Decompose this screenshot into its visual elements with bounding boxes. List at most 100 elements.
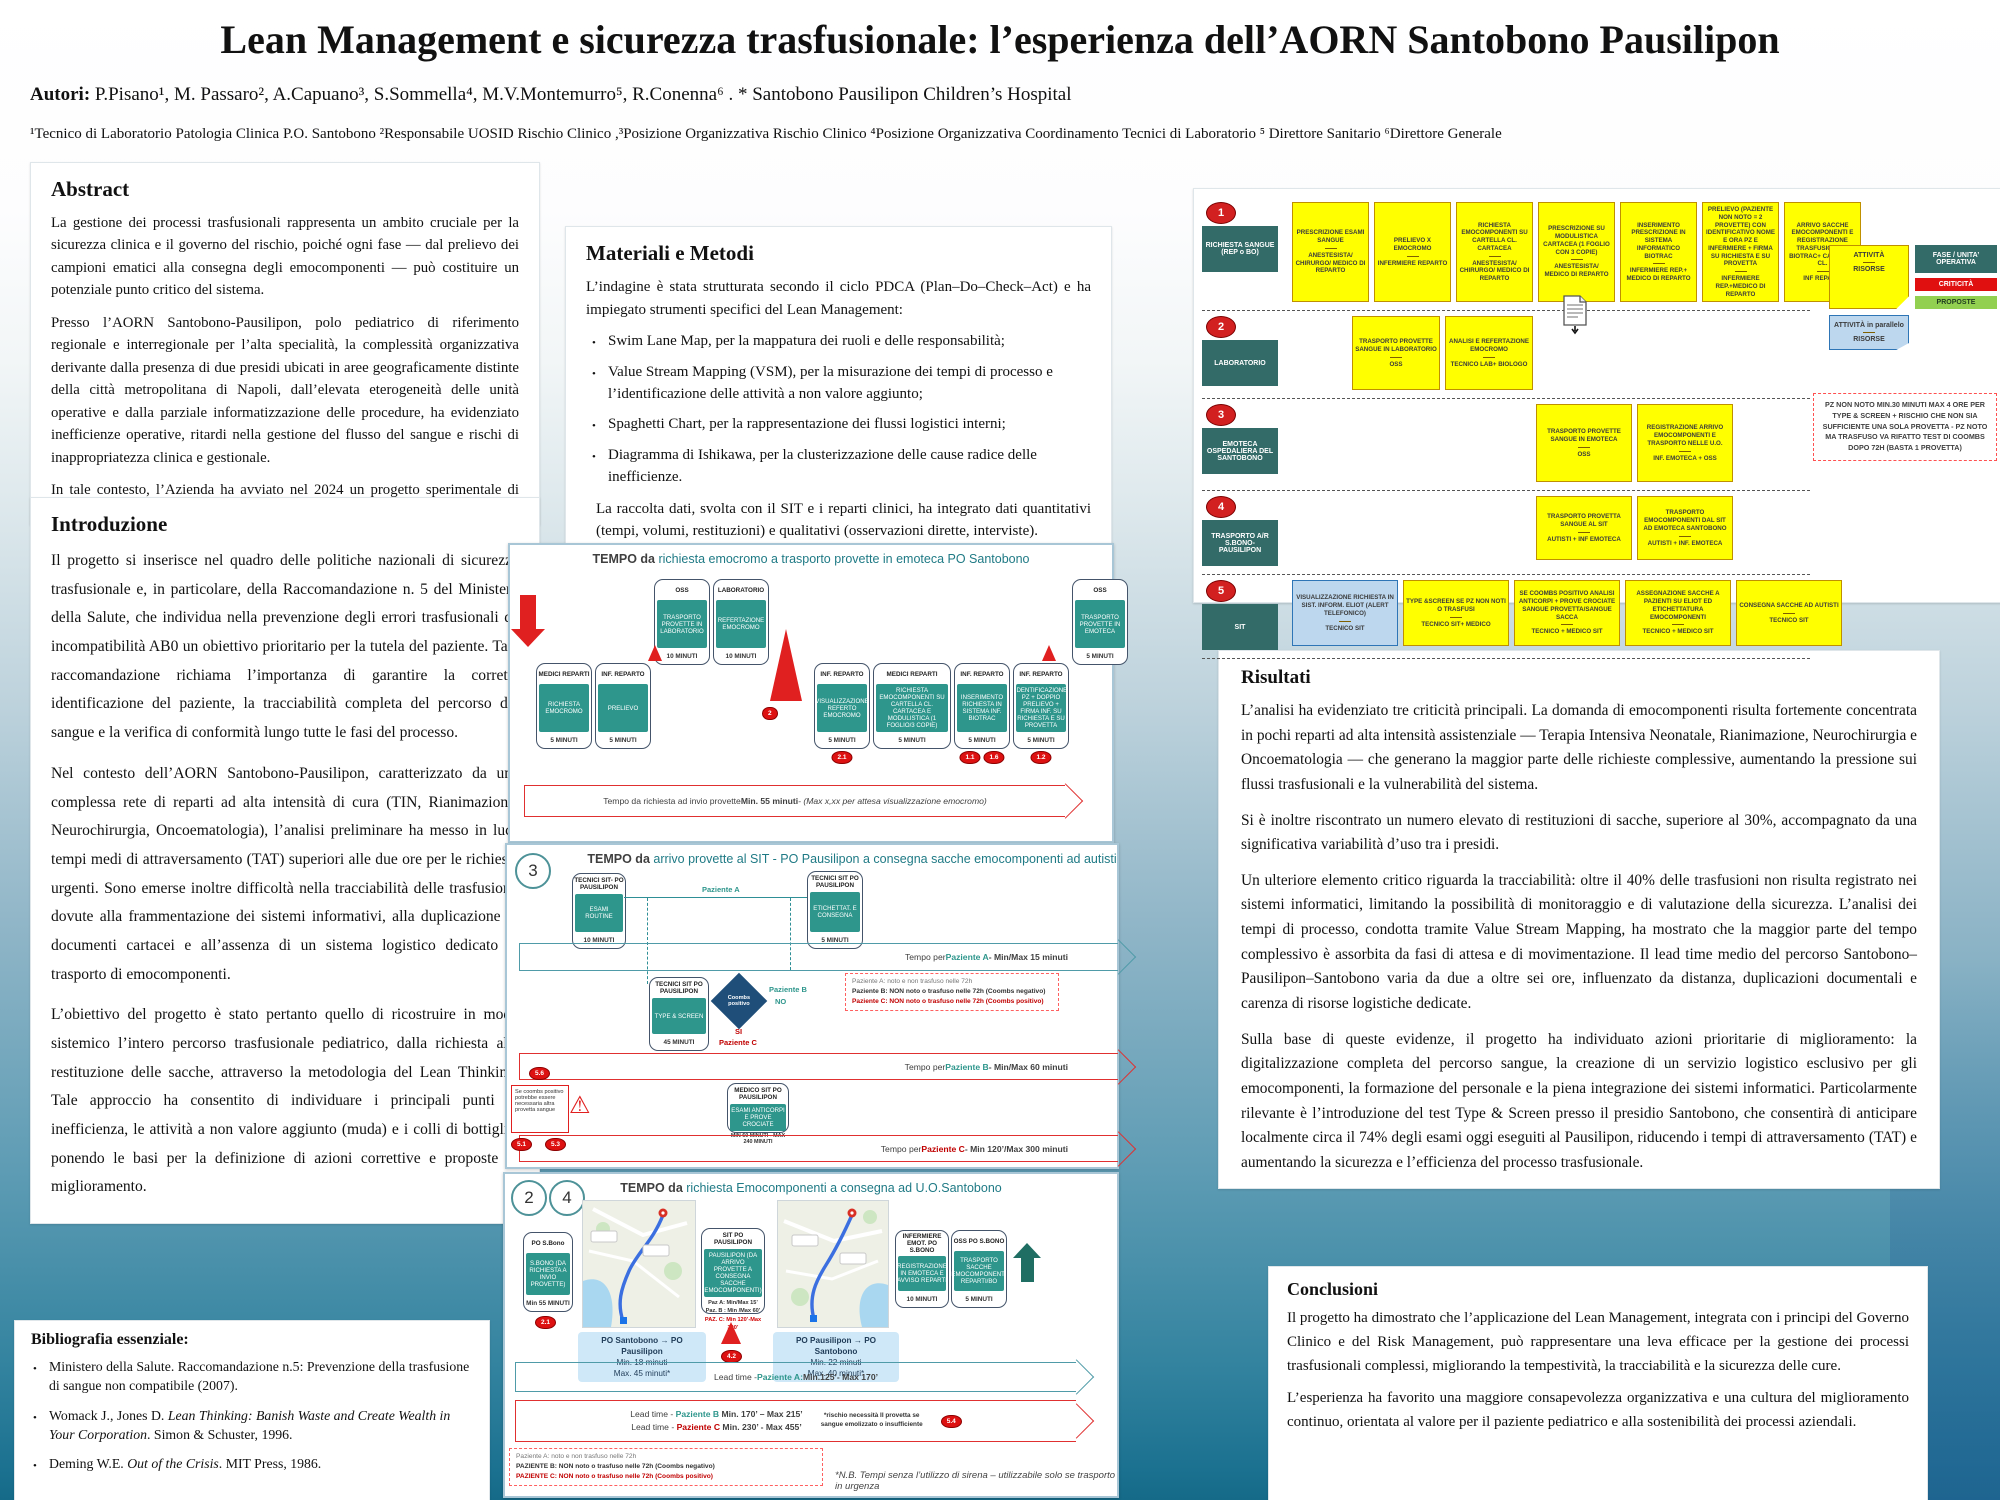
bullet-icon	[592, 445, 608, 489]
patient-b-label: Paziente B	[769, 985, 807, 994]
activity-resource: TECNICO LAB+ BIOLOGO	[1450, 360, 1528, 368]
methods-bullet: Value Stream Mapping (VSM), per la misur…	[592, 362, 1091, 406]
vsm-time: 5 MINUTI	[898, 736, 926, 744]
bullet-text: Diagramma di Ishikawa, per la clusterizz…	[608, 447, 1037, 485]
legend-line: Paziente A: noto e non trasfuso nelle 72…	[852, 978, 973, 985]
methods-bullet: Spaghetti Chart, per la rappresentazione…	[592, 414, 1091, 436]
lead-times-bc: Lead time - Paziente B Min. 170’ – Max 2…	[630, 1409, 803, 1432]
lane-activities: TRASPORTO PROVETTE SANGUE IN LABORATORIO…	[1286, 316, 1810, 391]
step-number-circle: 2	[511, 1180, 547, 1216]
methods-bullet: Swim Lane Map, per la mappatura dei ruol…	[592, 331, 1091, 353]
divider	[1578, 531, 1590, 533]
legend-line: Paziente B: NON noto o trasfuso nelle 72…	[852, 987, 1046, 995]
vsm-activity: INSERIMENTO RICHIESTA IN SISTEMA INF. BI…	[957, 684, 1007, 732]
divider	[1679, 535, 1691, 537]
activity-box: TRASPORTO PROVETTE SANGUE IN EMOTECA OSS	[1536, 404, 1632, 483]
paragraph: L’analisi ha evidenziato tre criticità p…	[1241, 702, 1917, 793]
activity-resource: INFERMIERE REP.+MEDICO DI REPARTO	[1715, 275, 1766, 298]
criticality-badge: 1.6	[983, 751, 1005, 764]
connector-line	[624, 897, 807, 898]
vsm-activity: TRASPORTO PROVETTE IN EMOTECA	[1075, 600, 1125, 648]
activity-text: ANALISI E REFERTAZIONE EMOCROMO	[1449, 338, 1529, 353]
methods-bullets: Swim Lane Map, per la mappatura dei ruol…	[586, 331, 1091, 489]
divider	[1561, 624, 1573, 626]
swim-criticality-note: PZ NON NOTO MIN.30 MINUTI MAX 4 ORE PER …	[1813, 393, 1997, 461]
panel2-arrow-patient-b: Tempo per Paziente B - Min/Max 60 minuti	[519, 1053, 1118, 1080]
activity-text: ARRIVO SACCHE EMOCOMPONENTI E REGISTRAZI…	[1789, 221, 1856, 268]
note-star: *rischio necessità II provetta se sangue…	[820, 1412, 923, 1428]
paragraph: La gestione dei processi trasfusionali r…	[51, 215, 519, 299]
lane-label: EMOTECA OSPEDALIERA DEL SANTOBONO	[1202, 428, 1278, 475]
lane-header: 1 RICHIESTA SANGUE (REP o BO)	[1202, 202, 1286, 272]
paragraph: Il progetto ha dimostrato che l’applicaz…	[1287, 1310, 1909, 1374]
paragraph: Sulla base di queste evidenze, il proget…	[1241, 1030, 1917, 1171]
vsm-card: OSS TRASPORTO PROVETTE IN EMOTECA 5 MINU…	[1072, 579, 1128, 665]
bullet-icon	[33, 1406, 49, 1445]
vsm-badges: 2.1	[831, 751, 853, 764]
map-caption-line: PO Santobono → PO Pausilipon	[601, 1336, 683, 1357]
vsm-activity: TRASPORTO PROVETTE IN LABORATORIO	[657, 600, 707, 648]
swim-lanes: 1 RICHIESTA SANGUE (REP o BO) PRESCRIZIO…	[1202, 197, 1861, 660]
activity-resource: INF. EMOTECA + OSS	[1653, 454, 1717, 462]
divider	[1483, 356, 1495, 358]
vsm-card: LABORATORIO REFERTAZIONE EMOCROMO 10 MIN…	[713, 579, 769, 665]
lane-label: LABORATORIO	[1202, 340, 1278, 387]
bibliography-item: Deming W.E. Out of the Crisis. MIT Press…	[33, 1454, 473, 1473]
swim-lane-row: 3 EMOTECA OSPEDALIERA DEL SANTOBONO TRAS…	[1202, 399, 1810, 492]
methods-intro: L’indagine è stata strutturata secondo i…	[586, 279, 1091, 318]
paragraph: L’obiettivo del progetto è stato pertant…	[51, 1006, 519, 1196]
bibliography-heading: Bibliografia essenziale:	[31, 1331, 189, 1348]
introduction-paragraphs: Il progetto si inserisce nel quadro dell…	[51, 547, 519, 1202]
bibliography-text: Deming W.E. Out of the Crisis. MIT Press…	[49, 1456, 322, 1472]
activity-resource: OSS	[1577, 450, 1591, 458]
vsm-activity: PRELIEVO	[598, 684, 648, 732]
activity-resource: TECNICO + MEDICO SIT	[1642, 628, 1714, 636]
vsm-activity: RICHIESTA EMOCOMPONENTI SU CARTELLA CL. …	[876, 684, 948, 732]
bibliography-text: Womack J., Jones D. Lean Thinking: Banis…	[49, 1407, 451, 1442]
bibliography-item: Womack J., Jones D. Lean Thinking: Banis…	[33, 1406, 473, 1445]
activity-box: ANALISI E REFERTAZIONE EMOCROMO TECNICO …	[1445, 316, 1533, 391]
page-title: Lean Management e sicurezza trasfusional…	[220, 17, 1780, 62]
lane-number-badge: 5	[1206, 580, 1236, 603]
criticality-badge: 2.1	[535, 1316, 557, 1329]
conclusions-heading: Conclusioni	[1287, 1279, 1379, 1299]
activity-text: RICHIESTA EMOCOMPONENTI SU CARTELLA CL. …	[1461, 221, 1528, 252]
abstract-section: Abstract La gestione dei processi trasfu…	[30, 162, 540, 525]
vsm-role: INF. REPARTO	[960, 670, 1004, 678]
legend-criticality: CRITICITÀ	[1915, 278, 1997, 291]
activity-resource: INFERMIERE REP.+ MEDICO DI REPARTO	[1626, 267, 1691, 282]
vsm-role: INF. REPARTO	[1019, 670, 1063, 678]
vsm-activity: RICHIESTA EMOCROMO	[539, 684, 589, 732]
panel2-arrow-patient-a: Tempo per Paziente A - Min/Max 15 minuti	[519, 943, 1118, 971]
coombs-decision-diamond: Coombs positivo	[710, 972, 768, 1030]
activity-resource: TECNICO SIT	[1325, 624, 1365, 632]
activity-box: CONSEGNA SACCHE AD AUTISTI TECNICO SIT	[1736, 580, 1842, 647]
divider	[1816, 271, 1829, 272]
vsm-role: OSS	[1093, 586, 1107, 594]
activity-box: PRELIEVO X EMOCROMO INFERMIERE REPARTO	[1374, 202, 1451, 303]
vsm-time: 5 MINUTI	[1027, 736, 1055, 744]
activity-text: PRELIEVO (PAZIENTE NON NOTO = 2 PROVETTE…	[1706, 206, 1775, 268]
activity-text: TYPE &SCREEN SE PZ NON NOTI O TRASFUSI	[1406, 598, 1506, 613]
lane-activities: TRASPORTO PROVETTA SANGUE AL SIT AUTISTI…	[1286, 496, 1810, 561]
results-paragraphs: L’analisi ha evidenziato tre criticità p…	[1241, 699, 1917, 1176]
activity-resource: OSS	[1389, 360, 1403, 368]
divider	[1679, 450, 1691, 452]
divider	[1339, 620, 1351, 622]
lane-number-badge: 4	[1206, 496, 1236, 519]
document-icon	[1562, 295, 1588, 340]
vsm-panel-2: 3 TEMPO da arrivo provette al SIT - PO P…	[505, 843, 1119, 1169]
vsm-role: MEDICI REPARTI	[538, 670, 590, 678]
vsm-activity: VISUALIZZAZIONE REFERTO EMOCROMO	[815, 684, 869, 732]
activity-text: CONSEGNA SACCHE AD AUTISTI	[1739, 602, 1839, 609]
map-caption-line: PO Pausilipon → PO Santobono	[795, 1336, 877, 1357]
bullet-icon	[592, 362, 608, 406]
activity-text: TRASPORTO PROVETTE SANGUE IN LABORATORIO	[1355, 338, 1437, 353]
legend-phase-column: FASE / UNITA’ OPERATIVA CRITICITÀ PROPOS…	[1915, 245, 1997, 309]
